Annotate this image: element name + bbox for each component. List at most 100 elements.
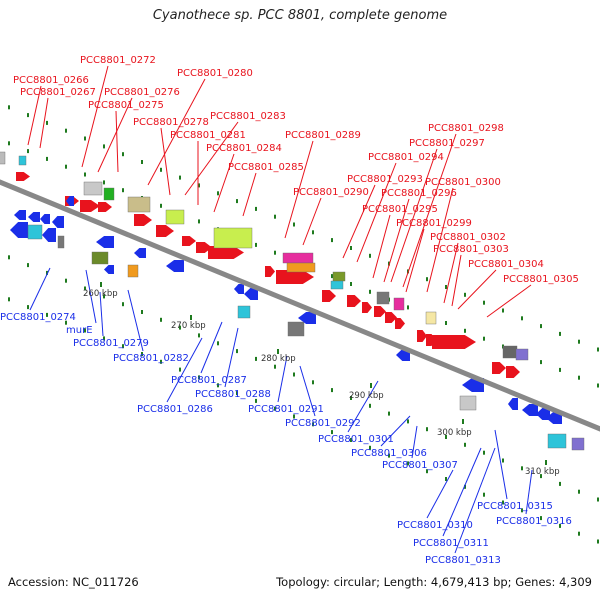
forward-gene-leader-line [284, 140, 314, 239]
gene-feature-box [286, 262, 316, 273]
gene-feature-box [425, 311, 437, 325]
tick-mark-bottom [597, 539, 599, 544]
forward-gene-label: PCC8801_0297 [409, 138, 485, 149]
reverse-gene-label: PCC8801_0286 [137, 404, 213, 415]
tick-mark-outer [198, 219, 200, 224]
forward-gene-arrow [417, 330, 427, 342]
reverse-gene-arrow [104, 265, 114, 274]
reverse-gene-arrow [66, 196, 74, 206]
tick-mark-upper [27, 113, 29, 118]
forward-gene-leader-line [184, 121, 239, 196]
forward-gene-leader-line [39, 97, 49, 149]
tick-mark-lower [350, 396, 352, 400]
tick-mark-upper [179, 175, 181, 180]
forward-gene-leader-line [390, 148, 438, 283]
gene-feature-box [18, 155, 27, 166]
tick-mark-lower [331, 388, 333, 393]
scale-label: 270 kbp [171, 321, 206, 331]
tick-mark-outer [8, 141, 10, 146]
tick-mark-outer [350, 282, 352, 286]
reverse-gene-label: PCC8801_0288 [195, 389, 271, 400]
forward-gene-arrow [16, 172, 30, 181]
reverse-gene-leader-line [347, 380, 379, 433]
tick-mark-bottom [464, 484, 466, 489]
genome-summary-text: Topology: circular; Length: 4,679,413 bp… [276, 575, 592, 589]
tick-mark-lower [483, 450, 485, 455]
reverse-gene-leader-line [525, 469, 533, 515]
gene-feature-box [502, 345, 518, 359]
reverse-gene-label: PCC8801_0311 [413, 538, 489, 549]
tick-mark-lower [312, 380, 314, 385]
forward-gene-arrow [492, 362, 506, 374]
tick-mark-lower [217, 341, 219, 346]
forward-gene-leader-line [451, 254, 462, 307]
scale-label: 290 kbp [349, 391, 384, 401]
tick-mark-bottom [179, 367, 181, 372]
forward-gene-arrow [156, 225, 174, 237]
reverse-gene-arrow [522, 404, 538, 416]
tick-mark-upper [141, 160, 143, 164]
forward-gene-label: PCC8801_0281 [170, 130, 246, 141]
gene-feature-box [393, 297, 405, 311]
scale-tick-mark [462, 419, 464, 424]
tick-mark-bottom [84, 328, 86, 333]
tick-mark-upper [255, 206, 257, 211]
forward-gene-label: PCC8801_0304 [468, 259, 544, 270]
tick-mark-bottom [502, 500, 504, 505]
reverse-gene-arrow [28, 212, 40, 222]
scale-label: 310 kbp [525, 467, 560, 477]
forward-gene-leader-line [147, 78, 206, 186]
tick-mark-lower [65, 278, 67, 283]
tick-mark-bottom [255, 398, 257, 403]
tick-mark-upper [46, 120, 48, 125]
reverse-gene-label: PCC8801_0282 [113, 353, 189, 364]
forward-gene-leader-line [342, 184, 376, 259]
gene-feature-box [103, 187, 115, 201]
tick-mark-outer [255, 242, 257, 247]
forward-gene-label: PCC8801_0305 [503, 274, 579, 285]
tick-mark-outer [483, 336, 485, 341]
forward-gene-arrow [182, 236, 196, 246]
reverse-gene-leader-line [277, 355, 288, 403]
scale-label: 300 kbp [437, 428, 472, 438]
tick-mark-outer [464, 328, 466, 333]
forward-gene-leader-line [383, 198, 410, 283]
tick-mark-outer [559, 367, 561, 372]
tick-mark-bottom [350, 438, 352, 442]
reverse-gene-leader-line [494, 429, 508, 500]
forward-gene-leader-line [242, 172, 257, 217]
tick-mark-upper [198, 183, 200, 188]
reverse-gene-leader-line [442, 447, 482, 537]
tick-mark-upper [84, 136, 86, 141]
reverse-gene-arrow [166, 260, 184, 272]
reverse-gene-arrow [508, 398, 518, 410]
reverse-gene-label: PCC8801_0316 [496, 516, 572, 527]
scale-label: 280 kbp [261, 354, 296, 364]
tick-mark-bottom [103, 336, 105, 341]
tick-mark-upper [540, 324, 542, 329]
reverse-gene-label: murE [66, 325, 93, 336]
tick-mark-lower [445, 435, 447, 439]
tick-mark-upper [350, 246, 352, 250]
forward-gene-arrow [80, 200, 100, 212]
reverse-gene-leader-line [85, 269, 97, 324]
tick-mark-bottom [426, 469, 428, 474]
reverse-gene-leader-line [29, 267, 51, 311]
reverse-gene-leader-line [200, 321, 223, 374]
tick-mark-lower [388, 411, 390, 416]
tick-mark-bottom [369, 445, 371, 450]
forward-gene-label: PCC8801_0289 [285, 130, 361, 141]
forward-gene-arrow [208, 246, 244, 259]
reverse-gene-leader-line [411, 425, 418, 459]
tick-mark-upper [464, 292, 466, 297]
forward-gene-label: PCC8801_0299 [396, 218, 472, 229]
tick-mark-bottom [65, 320, 67, 325]
tick-mark-lower [160, 317, 162, 322]
tick-mark-upper [160, 167, 162, 172]
tick-mark-upper [274, 214, 276, 219]
forward-gene-label: PCC8801_0285 [228, 162, 304, 173]
tick-mark-upper [388, 261, 390, 266]
tick-mark-outer [331, 274, 333, 279]
tick-mark-lower [293, 372, 295, 377]
gene-feature-box [515, 348, 529, 361]
